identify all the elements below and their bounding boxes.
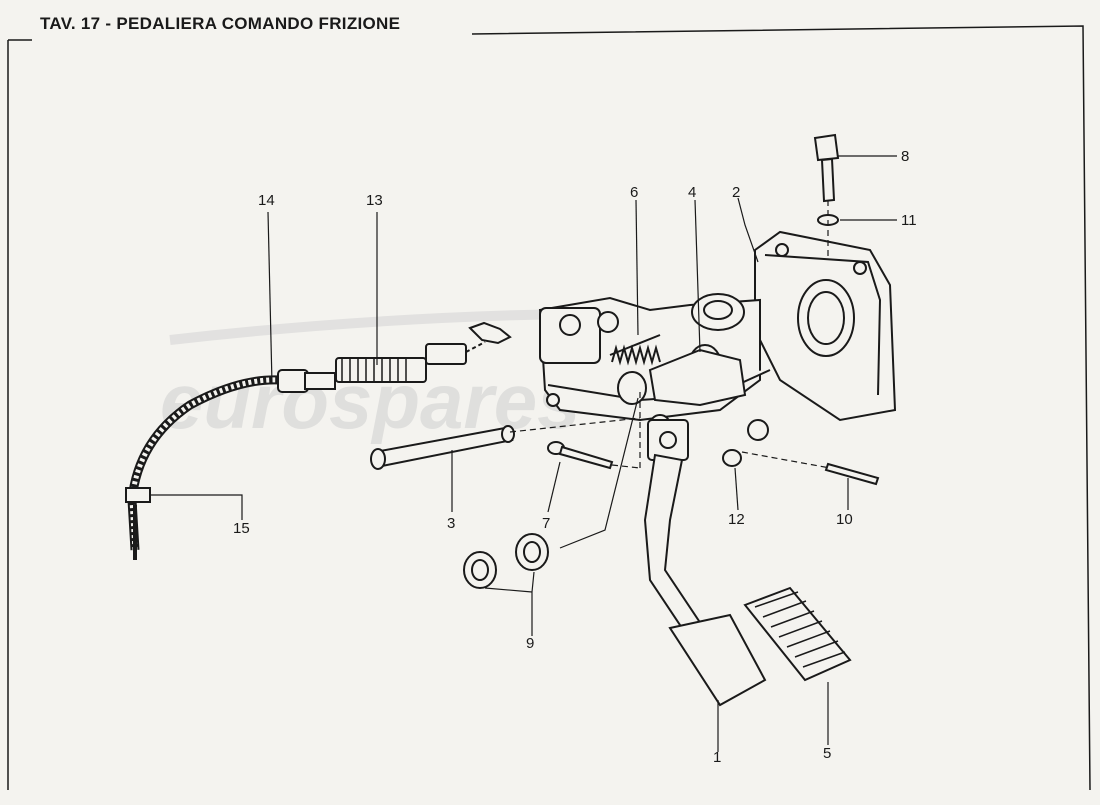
clutch-pedal [643,419,767,707]
callout-13: 13 [366,192,383,209]
pedal-box-bracket [538,230,897,441]
callout-1: 1 [713,749,721,766]
needle-bearings [463,533,549,589]
frame-border-top [471,25,1091,791]
callout-14: 14 [258,192,275,209]
callout-12: 12 [728,511,745,528]
callout-6: 6 [630,184,638,201]
page-title: TAV. 17 - PEDALIERA COMANDO FRIZIONE [36,14,405,34]
callout-9: 9 [526,635,534,652]
callout-5: 5 [823,745,831,762]
clutch-cable [125,321,512,560]
pedal-rubber-pad [743,586,852,682]
callout-11: 11 [901,212,917,229]
callout-leaders [150,155,897,752]
return-spring [609,334,661,366]
nut-and-pin [722,449,880,486]
pivot-bushing [617,344,747,407]
callout-3: 3 [447,515,455,532]
callout-4: 4 [688,184,696,201]
callout-8: 8 [901,148,909,165]
pedal-shaft [370,425,515,470]
adjust-bolt [547,441,614,470]
callout-7: 7 [542,515,550,532]
callout-10: 10 [836,511,853,528]
callout-15: 15 [233,520,250,537]
assembly-lines [509,200,831,469]
mounting-bolt [813,133,840,226]
callout-2: 2 [732,184,740,201]
